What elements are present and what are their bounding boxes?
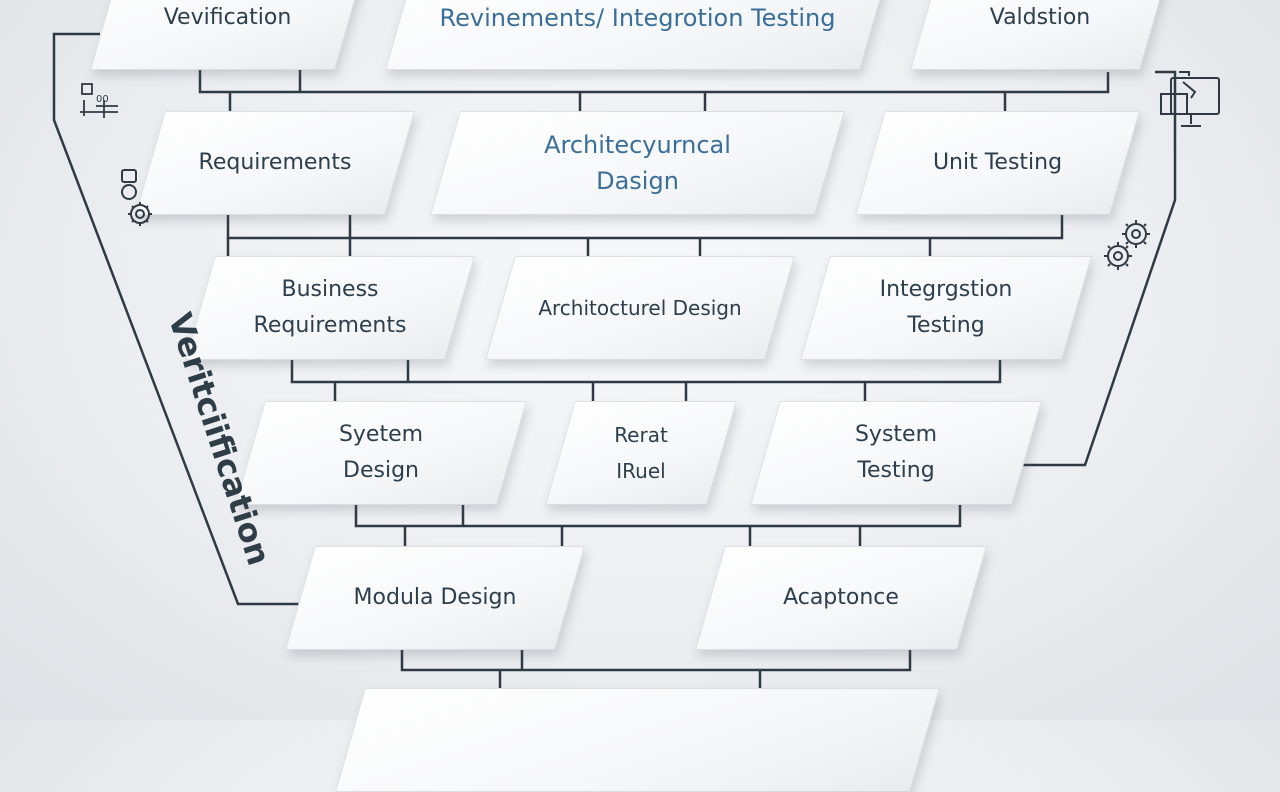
integration-top-box-label: Revinements/ Integrotion Testing xyxy=(439,4,836,32)
module-design-box: Modula Design xyxy=(300,546,570,650)
business-requirements-box-label: Business Requirements xyxy=(253,277,407,338)
center-label-box: Rerat IRuel xyxy=(560,401,722,505)
center-label-box-label: Rerat IRuel xyxy=(614,423,668,483)
unit-testing-box: Unit Testing xyxy=(870,111,1125,215)
bottom-box xyxy=(350,688,925,792)
unit-testing-box-label: Unit Testing xyxy=(932,150,1063,175)
integration-testing-box-label: Integrgstion Testing xyxy=(879,277,1013,338)
acceptance-box-label: Acaptonce xyxy=(783,585,899,610)
business-requirements-box: Business Requirements xyxy=(200,256,460,360)
architectural-design-box-2-label: Architocturel Design xyxy=(538,296,742,320)
gears-icon xyxy=(1104,220,1150,270)
validation-box-label: Valdstion xyxy=(989,5,1091,30)
architectural-design-box-1-label: Architecyurncal Dasign xyxy=(544,131,731,195)
requirements-box: Requirements xyxy=(150,111,400,215)
monitor-icon xyxy=(1160,71,1220,127)
verification-box: Vevification xyxy=(105,0,350,70)
integration-top-box: Revinements/ Integrotion Testing xyxy=(400,0,875,70)
system-design-box-label: Syetem Design xyxy=(338,422,424,483)
verification-box-label: Vevification xyxy=(163,5,292,30)
validation-box: Valdstion xyxy=(925,0,1155,70)
module-design-box-label: Modula Design xyxy=(353,585,517,610)
architectural-design-box-2: Architocturel Design xyxy=(500,256,780,360)
connector-lines xyxy=(52,32,1177,690)
architectural-design-box-1: Architecyurncal Dasign xyxy=(445,111,830,215)
integration-testing-box: Integrgstion Testing xyxy=(815,256,1077,360)
svg-text:00: 00 xyxy=(96,94,109,105)
system-testing-box-label: System Testing xyxy=(854,422,938,483)
gears-icon xyxy=(121,169,152,226)
requirements-box-label: Requirements xyxy=(198,150,352,175)
system-design-box: Syetem Design xyxy=(250,401,512,505)
acceptance-box: Acaptonce xyxy=(710,546,972,650)
grid-chart-icon: 00 xyxy=(80,83,118,118)
system-testing-box: System Testing xyxy=(765,401,1027,505)
